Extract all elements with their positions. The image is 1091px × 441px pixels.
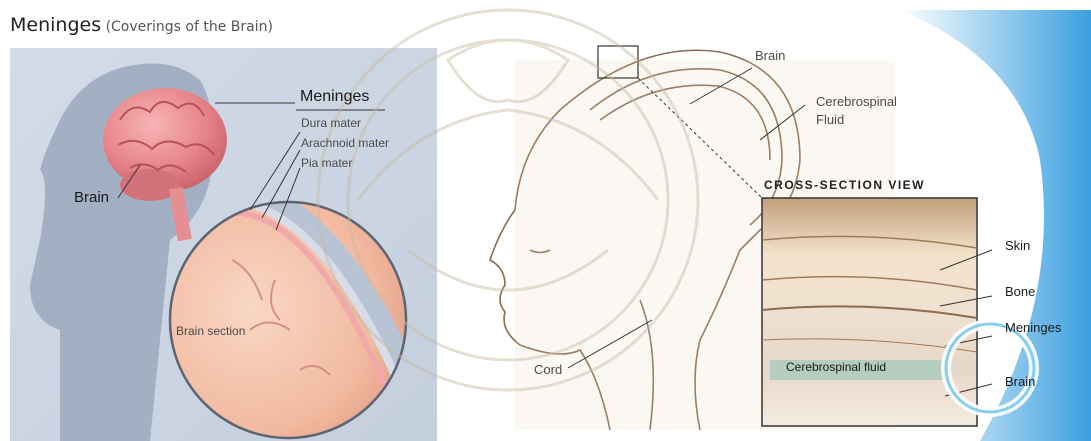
left-panel bbox=[10, 48, 437, 441]
layer-label-dura: Dura mater bbox=[301, 116, 361, 130]
page-title: Meninges (Coverings of the Brain) bbox=[10, 14, 273, 36]
brain-label-right: Brain bbox=[755, 48, 785, 63]
brain-label-left: Brain bbox=[74, 189, 109, 206]
title-main: Meninges bbox=[10, 14, 101, 36]
cross-section-title: CROSS-SECTION VIEW bbox=[764, 178, 925, 192]
csf-label-line2: Fluid bbox=[816, 112, 844, 127]
meninges-heading: Meninges bbox=[300, 88, 369, 106]
title-sub: (Coverings of the Brain) bbox=[106, 19, 273, 35]
cord-label: Cord bbox=[534, 362, 562, 377]
csf-label-line1: Cerebrospinal bbox=[816, 94, 897, 109]
layer-label-pia: Pia mater bbox=[301, 156, 352, 170]
layer-label-bone: Bone bbox=[1005, 284, 1035, 299]
layer-label-skin: Skin bbox=[1005, 238, 1030, 253]
brain-section-label: Brain section bbox=[176, 324, 245, 338]
inner-csf-label: Cerebrospinal fluid bbox=[786, 360, 886, 374]
layer-label-meninges: Meninges bbox=[1005, 320, 1061, 335]
layer-label-arachnoid: Arachnoid mater bbox=[301, 136, 389, 150]
layer-label-brain: Brain bbox=[1005, 374, 1035, 389]
